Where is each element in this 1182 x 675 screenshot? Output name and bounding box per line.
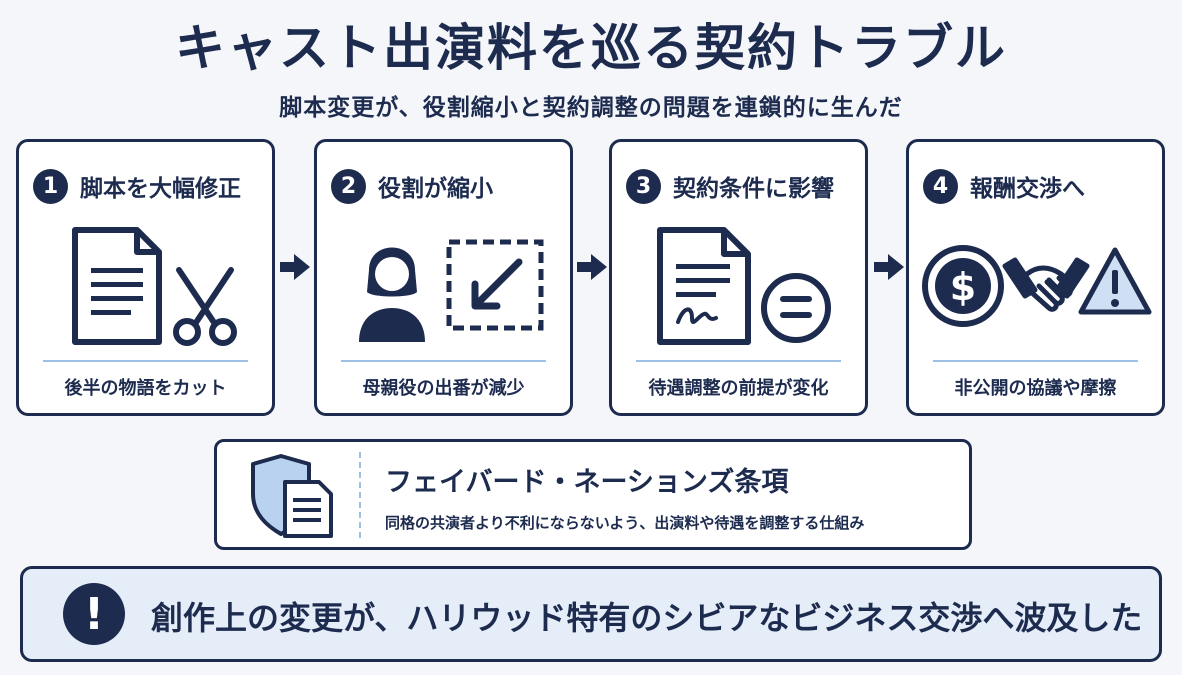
equal-icon xyxy=(761,273,831,343)
step-title: 契約条件に影響 xyxy=(673,176,834,202)
step-caption: 後半の物語をカット xyxy=(64,378,227,399)
step-title: 報酬交渉へ xyxy=(970,176,1085,202)
conclusion-banner: ! 創作上の変更が、ハリウッド特有のシビアなビジネス交渉へ波及した xyxy=(20,566,1162,662)
document-icon xyxy=(72,227,162,345)
step-illustration xyxy=(72,227,237,346)
page-subtitle: 脚本変更が、役割縮小と契約調整の問題を連鎖的に生んだ xyxy=(279,95,903,121)
clause-title: フェイバード・ネーションズ条項 xyxy=(385,467,789,498)
step-divider xyxy=(43,360,248,362)
step-divider xyxy=(636,360,841,362)
svg-text:$: $ xyxy=(950,265,976,309)
warning-icon xyxy=(1078,247,1152,315)
clause-divider xyxy=(359,452,361,538)
step-illustration: $ xyxy=(922,245,1152,327)
arrow-right-icon xyxy=(577,254,607,280)
step-illustration xyxy=(359,239,544,342)
arrow-right-icon xyxy=(280,254,310,280)
handshake-icon xyxy=(1002,257,1090,312)
step-divider xyxy=(933,360,1138,362)
exclamation-icon: ! xyxy=(63,583,125,645)
page-title: キャスト出演料を巡る契約トラブル xyxy=(175,19,1007,77)
step-illustration xyxy=(657,227,831,345)
dollar-icon: $ xyxy=(922,245,1004,327)
person-icon xyxy=(359,247,425,342)
shrink-icon xyxy=(446,239,544,331)
step-card-1: 1 脚本を大幅修正 後半の物語をカット xyxy=(16,139,275,416)
step-header: 4 報酬交渉へ xyxy=(923,166,1154,206)
step-caption: 非公開の協議や摩擦 xyxy=(954,378,1117,399)
step-title: 脚本を大幅修正 xyxy=(80,176,241,202)
step-divider xyxy=(341,360,546,362)
step-card-2: 2 役割が縮小 母親役の出番が減少 xyxy=(314,139,573,416)
step-caption: 母親役の出番が減少 xyxy=(362,378,525,399)
step-header: 3 契約条件に影響 xyxy=(626,166,857,206)
step-header: 2 役割が縮小 xyxy=(331,166,562,206)
arrow-right-icon xyxy=(874,254,904,280)
contract-icon xyxy=(657,227,751,345)
step-caption: 待遇調整の前提が変化 xyxy=(648,378,829,399)
step-number: 1 xyxy=(33,168,68,204)
clause-box: フェイバード・ネーションズ条項 同格の共演者より不利にならないよう、出演料や待遇… xyxy=(214,439,972,550)
step-title: 役割が縮小 xyxy=(378,176,493,202)
clause-description: 同格の共演者より不利にならないよう、出演料や待遇を調整する仕組み xyxy=(385,514,865,532)
step-card-4: 4 報酬交渉へ $ 非公開の協議や摩擦 xyxy=(906,139,1165,416)
shield-document-icon xyxy=(251,454,333,538)
scissors-icon xyxy=(173,267,237,346)
step-number: 3 xyxy=(626,168,661,204)
conclusion-text: 創作上の変更が、ハリウッド特有のシビアなビジネス交渉へ波及した xyxy=(151,599,1143,637)
step-header: 1 脚本を大幅修正 xyxy=(33,166,264,206)
step-number: 4 xyxy=(923,168,958,204)
step-number: 2 xyxy=(331,168,366,204)
step-card-3: 3 契約条件に影響 待遇調整の前提が変化 xyxy=(609,139,868,416)
